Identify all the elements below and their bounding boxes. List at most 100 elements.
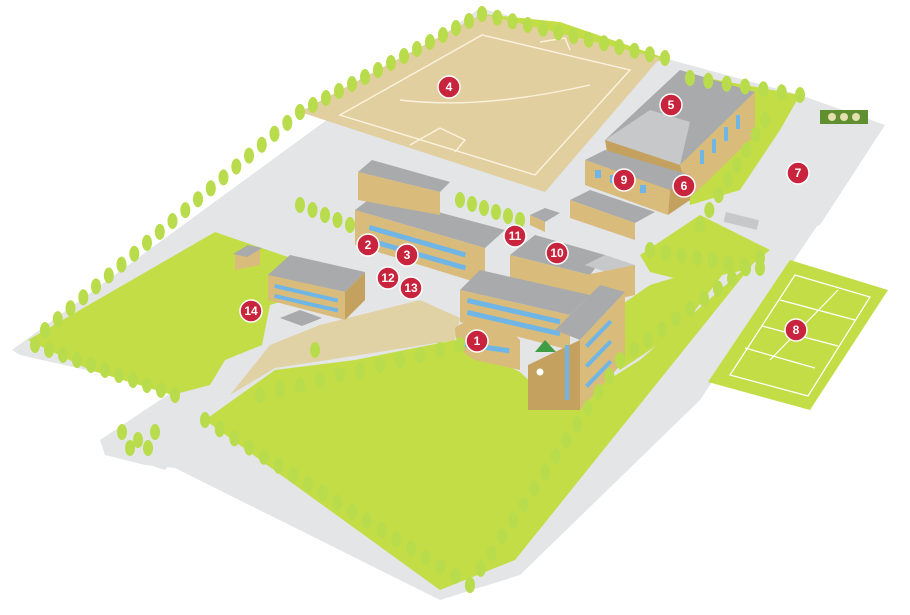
marker-12-label: 12 [381,271,395,285]
tree [465,577,475,593]
tree [645,242,655,258]
tree [713,280,723,297]
tree [373,62,383,78]
tree [593,384,604,401]
tree [345,217,355,233]
tree [507,13,518,30]
marker-12[interactable]: 12 [376,266,400,290]
marker-2[interactable]: 2 [356,233,380,257]
tree [361,512,372,529]
main-window-row [466,310,561,337]
tennis-court-lines [729,274,871,397]
north-tower-wall [358,172,440,215]
tree [231,158,242,175]
marker-10[interactable]: 10 [545,241,569,265]
marker-1[interactable]: 1 [465,329,489,353]
gate-structure [280,310,322,326]
marker-8[interactable]: 8 [784,318,808,342]
east-wing-window-row [585,359,613,388]
tree [615,352,625,368]
marker-11-label: 11 [509,229,522,243]
marker-5[interactable]: 5 [659,93,683,117]
west-side-wall [345,272,365,320]
clock-tower-roof [535,340,556,352]
marker-4[interactable]: 4 [437,75,461,99]
tree [671,311,681,328]
tree [676,247,687,264]
gym-window [700,150,704,164]
tree [244,147,254,164]
tree [629,341,639,358]
tree [599,35,609,52]
tree [256,136,267,153]
shed-wall [530,215,545,232]
tree [360,69,370,85]
gym-roof-ridge [605,110,690,165]
tree [572,416,583,433]
marker-1-label: 1 [474,334,481,348]
tree [91,278,101,295]
tree [78,289,89,306]
parking-light [828,113,836,121]
marker-10-label: 10 [550,246,564,260]
marker-14-label: 14 [244,304,258,318]
tree [438,27,448,43]
marker-11[interactable]: 11 [503,224,527,248]
tree [355,362,365,378]
tree [142,234,152,251]
tree [741,260,751,277]
tree [692,249,703,266]
marker-1-circle [465,329,489,353]
tree [128,372,138,388]
tree [347,503,358,520]
main-window-row [466,298,561,325]
tree [295,197,305,213]
tree [497,528,508,545]
tree [269,125,280,142]
east-wing-window-row [585,319,613,348]
tree [540,464,550,481]
marker-7[interactable]: 7 [786,161,810,185]
north-tower-roof [358,160,450,192]
tree [412,41,422,57]
tree [507,512,518,529]
marker-13[interactable]: 13 [399,276,423,300]
tree [467,196,477,212]
marker-5-label: 5 [668,98,675,112]
bus [723,212,759,230]
tree [503,208,513,224]
tree [386,55,396,71]
east-wing-window [565,345,569,400]
tree [321,90,331,106]
parking-light [840,113,848,121]
tree [420,549,431,566]
center-wall [510,255,590,300]
tree [475,560,486,577]
marker-3[interactable]: 3 [395,243,419,267]
marker-8-circle [784,318,808,342]
marker-14[interactable]: 14 [239,299,263,323]
tree [317,485,328,502]
gym-window [712,139,716,153]
sports-field-arc [399,84,591,104]
marker-9[interactable]: 9 [612,168,636,192]
tennis-court-line-b [779,299,856,321]
tree [332,494,343,511]
tree [451,20,461,36]
tree [660,50,670,66]
tree [435,558,446,575]
tree [415,347,425,363]
tree [100,362,110,378]
tree [295,104,305,120]
tree [303,476,314,493]
tree [685,301,695,317]
tree [376,522,387,538]
marker-7-circle [786,161,810,185]
tree [464,13,474,29]
tree [529,480,540,497]
east-wing-window-row [585,339,613,368]
sports-field-goal-box-top [539,37,571,51]
tree [308,97,318,113]
service-wall [570,200,635,240]
marker-6[interactable]: 6 [672,174,696,198]
